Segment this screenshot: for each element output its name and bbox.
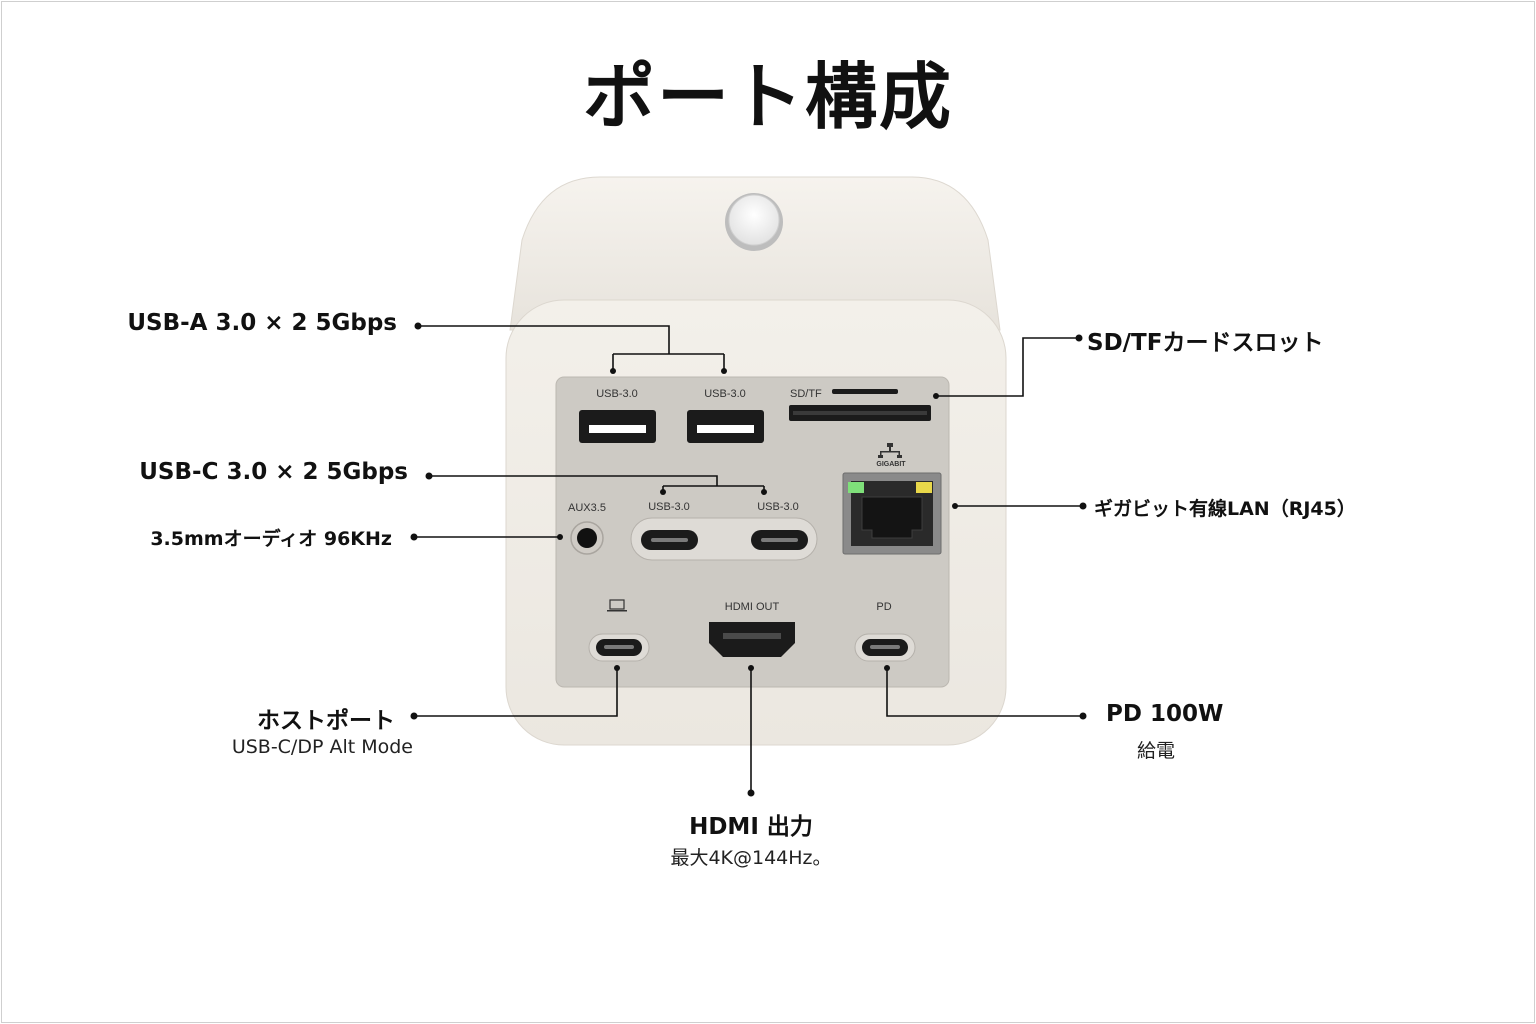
- led-link: [848, 482, 864, 493]
- leader-lines: [414, 325, 1083, 793]
- dot-usb-a-left: [610, 368, 616, 374]
- callout-usb-c: USB-C 3.0 × 2 5Gbps: [139, 459, 408, 485]
- sd-tf-label: SD/TF: [790, 388, 822, 400]
- laptop-icon: [607, 599, 627, 612]
- callout-usb-a: USB-A 3.0 × 2 5Gbps: [127, 310, 397, 336]
- dot-usb-a: [414, 322, 422, 330]
- dock-device: USB-3.0 USB-3.0 SD/TF GIGABIT: [505, 176, 1007, 746]
- led-activity: [916, 482, 932, 493]
- usb-c-port-left-tongue: [651, 538, 688, 542]
- callout-host-port: ホストポート: [257, 708, 395, 734]
- leader-pd: [886, 668, 1083, 717]
- usb-a-port-left-tongue: [589, 425, 646, 433]
- usb-c-right-label: USB-3.0: [757, 501, 799, 513]
- hdmi-port: [709, 622, 795, 657]
- callout-pd-sub: 給電: [1137, 740, 1176, 762]
- aux-label: AUX3.5: [568, 502, 606, 514]
- host-usb-c-tongue: [604, 645, 634, 649]
- dot-lan-end: [952, 503, 958, 509]
- aux-jack-hole: [577, 528, 597, 548]
- tf-card-slot: [832, 389, 898, 394]
- pd-usb-c-tongue: [870, 645, 900, 649]
- dot-pd-end: [884, 665, 890, 671]
- network-icon: [878, 443, 902, 458]
- dot-sd-end: [933, 393, 939, 399]
- dot-sd: [1075, 334, 1083, 342]
- power-button-cap: [728, 194, 780, 246]
- page-title: ポート構成: [582, 55, 953, 139]
- usb-a-right-label: USB-3.0: [704, 388, 746, 400]
- callout-host-port-sub: USB-C/DP Alt Mode: [231, 736, 413, 758]
- leader-sd: [936, 337, 1079, 397]
- dot-hdmi-end: [748, 665, 754, 671]
- leader-usb-c: [429, 475, 765, 492]
- hdmi-out-label: HDMI OUT: [725, 601, 780, 613]
- usb-a-port-right-tongue: [697, 425, 754, 433]
- dot-usb-c-left: [660, 489, 666, 495]
- sd-card-slot-inner: [793, 411, 927, 415]
- usb-c-left-label: USB-3.0: [648, 501, 690, 513]
- dot-aux: [410, 533, 418, 541]
- leader-host: [414, 668, 618, 717]
- callout-sd-tf: SD/TFカードスロット: [1087, 330, 1324, 356]
- rj45-jack: [861, 496, 923, 539]
- usb-a-left-label: USB-3.0: [596, 388, 638, 400]
- callout-pd: PD 100W: [1106, 701, 1224, 727]
- hdmi-port-tongue: [723, 633, 781, 639]
- device-top-face: [509, 176, 1001, 331]
- dot-pd: [1079, 712, 1087, 720]
- dot-usb-c: [425, 472, 433, 480]
- dot-aux-end: [557, 534, 563, 540]
- leader-dots: [410, 322, 1087, 797]
- callout-hdmi-sub: 最大4K@144Hz。: [670, 847, 832, 869]
- usb-c-port-right-tongue: [761, 538, 798, 542]
- callout-hdmi: HDMI 出力: [689, 814, 813, 840]
- callout-aux: 3.5mmオーディオ 96KHz: [150, 528, 392, 550]
- dot-host: [410, 712, 418, 720]
- dot-lan: [1079, 502, 1087, 510]
- gigabit-label: GIGABIT: [876, 461, 906, 468]
- leader-usb-a: [418, 325, 725, 371]
- pd-label: PD: [876, 601, 891, 613]
- dot-hdmi: [747, 789, 755, 797]
- dot-usb-c-right: [761, 489, 767, 495]
- callout-lan: ギガビット有線LAN（RJ45）: [1094, 498, 1356, 520]
- dot-usb-a-right: [721, 368, 727, 374]
- dot-host-end: [614, 665, 620, 671]
